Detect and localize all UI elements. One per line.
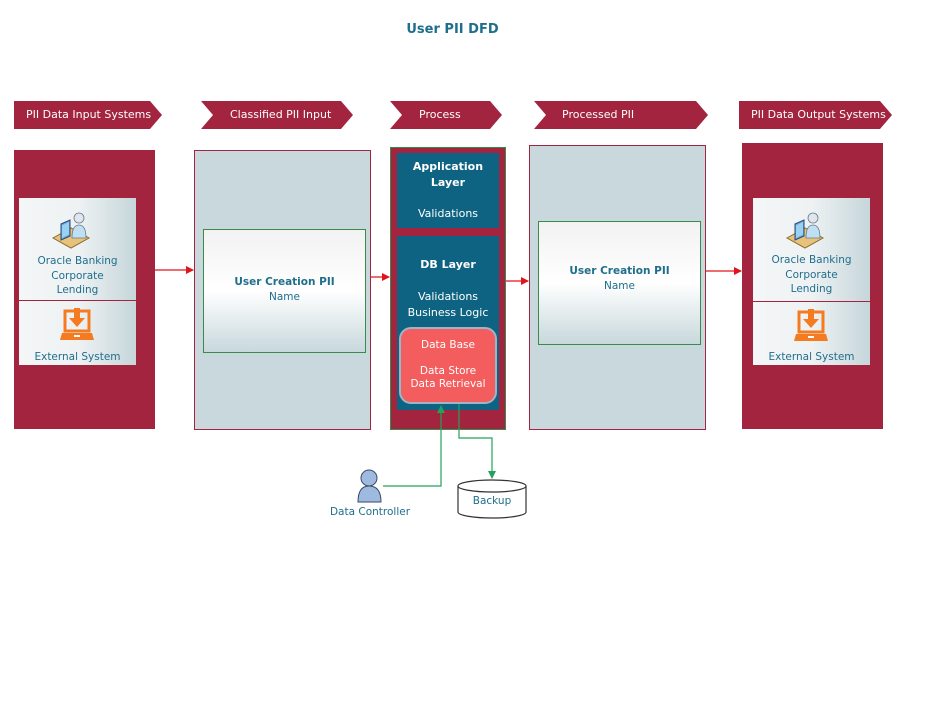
stage-label: Classified PII Input	[230, 108, 332, 121]
stage-label: PII Data Output Systems	[751, 108, 886, 121]
oracle-label-line2: Corporate	[785, 269, 838, 281]
oracle-label-line1: Oracle Banking	[37, 255, 118, 267]
database-line2: Data Retrieval	[410, 378, 486, 390]
flow-arrow-controller-to-database	[383, 405, 445, 487]
oracle-label-line2: Corporate	[51, 270, 104, 282]
stage-input-systems: PII Data Input Systems	[14, 101, 162, 129]
flow-arrow-database-to-backup	[458, 404, 496, 479]
laptop-download-icon	[60, 308, 94, 340]
stage-classified-input: Classified PII Input	[201, 101, 353, 129]
stage-processed-pii: Processed PII	[534, 101, 708, 129]
processed-pii-card[interactable]: User Creation PII Name	[538, 221, 701, 345]
db-layer-detail-2: Business Logic	[407, 306, 489, 319]
card-field: Name	[604, 280, 635, 292]
classified-input-card[interactable]: User Creation PII Name	[203, 229, 366, 353]
laptop-download-icon	[794, 309, 828, 341]
oracle-label-line3: Lending	[56, 284, 99, 296]
output-divider	[753, 301, 870, 302]
application-layer[interactable]: Application Layer Validations	[397, 153, 499, 228]
stage-process: Process	[390, 101, 502, 129]
database-cylinder-icon	[457, 479, 527, 519]
input-oracle-banking[interactable]: Oracle Banking Corporate Lending	[19, 198, 136, 300]
database-box[interactable]: Data Base Data Store Data Retrieval	[399, 327, 497, 404]
stage-label: PII Data Input Systems	[26, 108, 152, 121]
app-layer-title-1: Application	[412, 160, 484, 173]
oracle-label-line3: Lending	[790, 283, 833, 295]
backup-label: Backup	[472, 495, 512, 507]
stage-label: Process	[419, 108, 461, 121]
person-icon	[357, 469, 382, 503]
external-system-label: External System	[768, 351, 855, 363]
output-oracle-banking[interactable]: Oracle Banking Corporate Lending	[753, 198, 870, 301]
app-layer-detail: Validations	[417, 207, 479, 220]
card-title: User Creation PII	[569, 265, 670, 277]
external-system-label: External System	[34, 351, 121, 363]
output-external-system[interactable]: External System	[753, 302, 870, 365]
data-controller-label: Data Controller	[329, 506, 411, 518]
stage-label: Processed PII	[562, 108, 635, 121]
card-field: Name	[269, 291, 300, 303]
app-layer-title-2: Layer	[430, 176, 466, 189]
stage-output-systems: PII Data Output Systems	[739, 101, 892, 129]
db-layer-title: DB Layer	[420, 258, 476, 271]
user-at-desk-icon	[51, 212, 91, 249]
database-title: Data Base	[421, 339, 475, 351]
user-at-desk-icon	[785, 212, 825, 249]
diagram-title: User PII DFD	[406, 22, 499, 37]
database-line1: Data Store	[419, 365, 477, 377]
oracle-label-line1: Oracle Banking	[771, 254, 852, 266]
card-title: User Creation PII	[234, 276, 335, 288]
input-divider	[19, 300, 136, 301]
input-external-system[interactable]: External System	[19, 301, 136, 365]
db-layer-detail-1: Validations	[417, 290, 479, 303]
